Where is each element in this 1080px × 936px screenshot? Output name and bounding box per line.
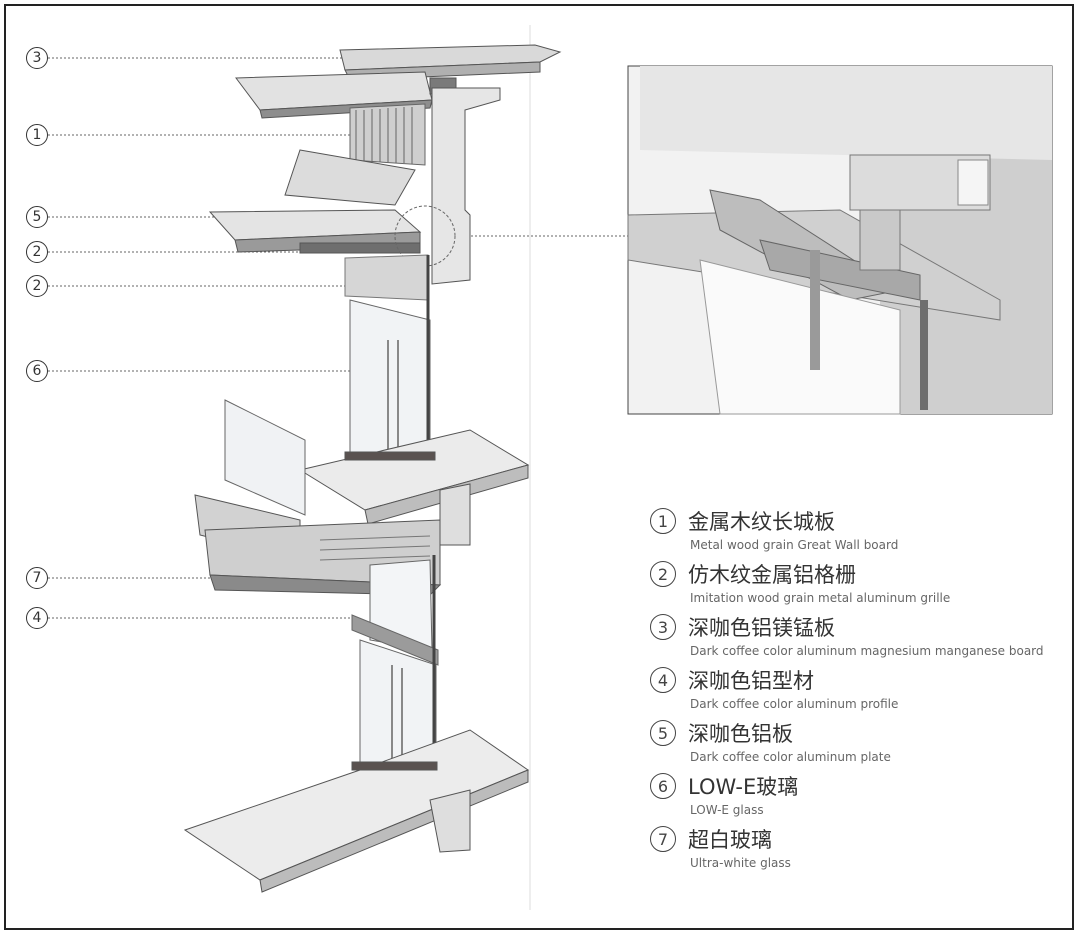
detail-inset: [627, 65, 1053, 415]
callout-2b: 2: [26, 275, 48, 297]
callout-2a: 2: [26, 241, 48, 263]
legend-chinese-label: 仿木纹金属铝格栅: [688, 563, 856, 587]
legend-number: 4: [650, 667, 676, 693]
wood-grille-upper: [349, 103, 426, 166]
outer-frame: [4, 4, 1074, 930]
bottom-floor-slab: [183, 729, 530, 893]
callout-3: 3: [26, 47, 48, 69]
legend-chinese-label: 金属木纹长城板: [688, 510, 835, 534]
legend-number: 1: [650, 508, 676, 534]
legend-number: 2: [650, 561, 676, 587]
low-e-glass-panel: [349, 255, 431, 500]
legend-chinese-label: 超白玻璃: [688, 828, 772, 852]
legend-chinese-label: 深咖色铝型材: [688, 669, 814, 693]
legend-english-label: Ultra-white glass: [690, 856, 791, 870]
concrete-column: [431, 87, 501, 285]
callout-7: 7: [26, 567, 48, 589]
legend-english-label: Imitation wood grain metal aluminum gril…: [690, 591, 951, 605]
legend-number: 6: [650, 773, 676, 799]
callout-6: 6: [26, 360, 48, 382]
legend-number: 5: [650, 720, 676, 746]
callout-4: 4: [26, 607, 48, 629]
legend-english-label: Dark coffee color aluminum magnesium man…: [690, 644, 1044, 658]
legend-chinese-label: 深咖色铝镁锰板: [688, 616, 835, 640]
wood-grille-lower: [344, 254, 429, 301]
legend-chinese-label: 深咖色铝板: [688, 722, 793, 746]
legend-english-label: Dark coffee color aluminum plate: [690, 750, 891, 764]
legend-english-label: LOW-E glass: [690, 803, 764, 817]
legend-english-label: Dark coffee color aluminum profile: [690, 697, 899, 711]
legend-number: 7: [650, 826, 676, 852]
callout-5: 5: [26, 206, 48, 228]
sloped-aluminum-plate: [208, 149, 422, 254]
legend-english-label: Metal wood grain Great Wall board: [690, 538, 899, 552]
legend-number: 3: [650, 614, 676, 640]
legend-chinese-label: LOW-E玻璃: [688, 775, 799, 799]
railing-glass: [224, 399, 306, 516]
callout-1: 1: [26, 124, 48, 146]
